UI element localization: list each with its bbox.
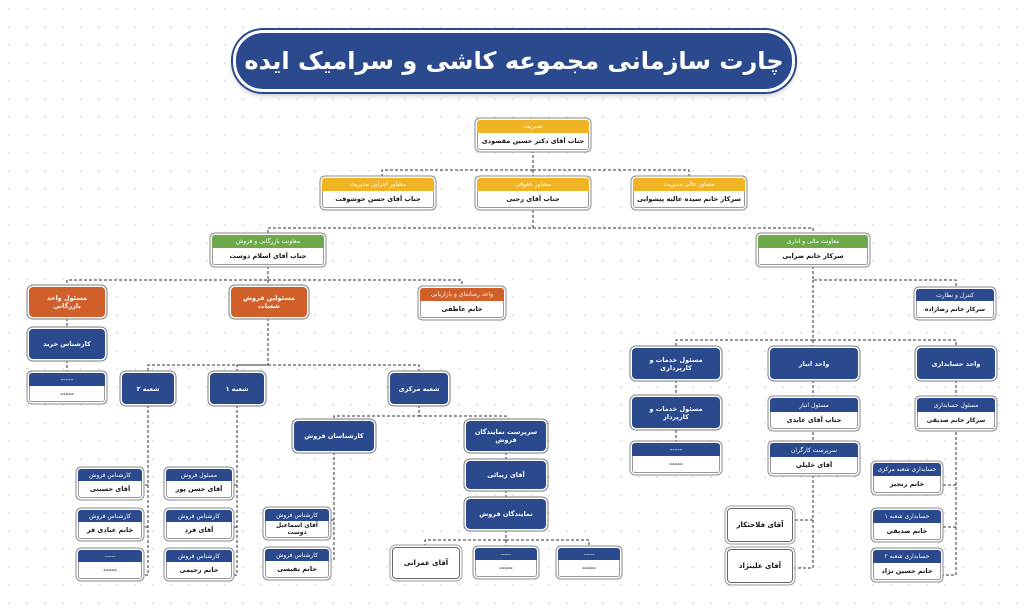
finance-deputy-node: معاونت مالی و اداری سرکار خانم ضرابی — [758, 235, 868, 265]
accounting-officer-name: سرکار خانم صدیقی — [917, 412, 995, 429]
accountant-3-role: حسابداری شعبه ۲ — [873, 550, 941, 563]
commerce-deputy-node: معاونت بازرگانی و فروش جناب آقای اسلام د… — [212, 235, 324, 265]
accounting-officer-role: مسئول حسابداری — [917, 398, 995, 412]
rep-omrani-node: آقای عمرانی — [392, 547, 460, 579]
services-head: مسئول خدمات و کارپردازی — [632, 348, 720, 379]
media-unit-role: واحد رسانه‌ای و بازاریابی — [420, 288, 504, 301]
b2-staff-2-role: کارشناس فروش — [78, 510, 142, 522]
advisor-senior-role: مشاور عالی مدیریت — [633, 178, 745, 191]
accountant-3-name: خانم حسین نژاد — [873, 563, 941, 580]
accountant-2-role: حسابداری شعبه ۱ — [873, 510, 941, 523]
management-node: مدیریت جناب آقای دکتر حسین مقصودی — [477, 120, 589, 150]
accountant-1-name: خانم رنجبر — [873, 476, 941, 493]
warehouse-officer-name: جناب آقای عابدی — [770, 412, 858, 429]
accounting-head: واحد حسابداری — [917, 348, 995, 379]
accountant-2-name: خانم صدیقی — [873, 523, 941, 540]
worker-1-node: آقای فلاحتکار — [727, 508, 793, 542]
advisor-legal-node: مشاور حقوقی جناب آقای رجبی — [477, 178, 589, 208]
commerce-unit-head: مسئول واحد بازرگانی — [29, 287, 105, 317]
purchase-child-body: ----- — [29, 386, 105, 402]
rep-placeholder-1-head: ----- — [475, 548, 537, 560]
b1-staff-3-name: خانم رحیمی — [166, 562, 232, 579]
rep-placeholder-2-head: ----- — [558, 548, 620, 560]
b2-staff-3: ----- ----- — [78, 550, 142, 579]
worker-2-node: آقای علینژاد — [727, 549, 793, 583]
b1-staff-3-role: کارشناس فروش — [166, 550, 232, 562]
central-expert-2: کارشناس فروش خانم نفیسی — [265, 549, 329, 578]
b2-staff-1-name: آقای حسینی — [78, 481, 142, 498]
services-child-node: ----- ----- — [632, 443, 720, 473]
media-unit-node: واحد رسانه‌ای و بازاریابی خانم عاطفی — [420, 288, 504, 318]
rep-placeholder-1: ----- ----- — [475, 548, 537, 577]
workers-supervisor-role: سرپرست کارگران — [770, 443, 858, 457]
advisor-senior-node: مشاور عالی مدیریت سرکار خانم سیده عالیه … — [633, 178, 745, 208]
b1-staff-3: کارشناس فروش خانم رحیمی — [166, 550, 232, 579]
rep-placeholder-1-body: ----- — [475, 560, 537, 577]
chart-title: چارت سازمانی مجموعه کاشی و سرامیک ایده ن… — [233, 30, 795, 131]
rep-placeholder-2: ----- ----- — [558, 548, 620, 577]
advisor-legal-role: مشاور حقوقی — [477, 178, 589, 191]
management-role: مدیریت — [477, 120, 589, 133]
b2-staff-3-role: ----- — [78, 550, 142, 562]
accountant-1-node: حسابداری شعبه مرکزی خانم رنجبر — [873, 463, 941, 493]
zibaei-node: آقای زیبائی — [466, 461, 546, 489]
sales-reps-node: نمایندگان فروش — [466, 499, 546, 529]
accountant-2-node: حسابداری شعبه ۱ خانم صدیقی — [873, 510, 941, 540]
b2-staff-1: کارشناس فروش آقای حسینی — [78, 469, 142, 498]
b1-staff-2-role: کارشناس فروش — [166, 510, 232, 522]
central-expert-2-role: کارشناس فروش — [265, 549, 329, 561]
b2-staff-3-name: ----- — [78, 562, 142, 579]
branch-central-node: شعبه مرکزی — [390, 373, 448, 404]
workers-supervisor-name: آقای خلیلی — [770, 457, 858, 474]
purchase-child-node: ----- ----- — [29, 373, 105, 402]
purchase-expert-node: کارشناس خرید — [29, 329, 105, 359]
warehouse-officer-node: مسئول انبار جناب آقای عابدی — [770, 398, 858, 429]
b2-staff-1-role: کارشناس فروش — [78, 469, 142, 481]
commerce-deputy-name: جناب آقای اسلام دوست — [212, 248, 324, 265]
services-child-head: ----- — [632, 443, 720, 456]
central-expert-2-name: خانم نفیسی — [265, 561, 329, 578]
finance-deputy-role: معاونت مالی و اداری — [758, 235, 868, 248]
b1-staff-1: مسئول فروش آقای حسن پور — [166, 469, 232, 498]
control-name: سرکار خانم رضازاده — [916, 301, 994, 318]
b1-staff-2-name: آقای فرد — [166, 522, 232, 539]
warehouse-head: واحد انبار — [770, 348, 858, 379]
media-unit-name: خانم عاطفی — [420, 301, 504, 318]
advisor-legal-name: جناب آقای رجبی — [477, 191, 589, 208]
branch-sales-head: مسئولین فروش شعبات — [231, 287, 307, 317]
advisor-exec-role: مشاور اجرایی مدیریت — [322, 178, 434, 191]
services-officer-node: مسئول خدمات و کارپرداز — [632, 397, 720, 428]
accountant-3-node: حسابداری شعبه ۲ خانم حسین نژاد — [873, 550, 941, 580]
accounting-officer-node: مسئول حسابداری سرکار خانم صدیقی — [917, 398, 995, 429]
commerce-deputy-role: معاونت بازرگانی و فروش — [212, 235, 324, 248]
b1-staff-2: کارشناس فروش آقای فرد — [166, 510, 232, 539]
central-expert-1-role: کارشناس فروش — [265, 509, 329, 521]
control-role: کنترل و نظارت — [916, 289, 994, 301]
management-name: جناب آقای دکتر حسین مقصودی — [477, 133, 589, 150]
branch-1-node: شعبه ۱ — [210, 373, 264, 404]
purchase-child-head: ----- — [29, 373, 105, 386]
b1-staff-1-role: مسئول فروش — [166, 469, 232, 481]
advisor-exec-node: مشاور اجرایی مدیریت جناب آقای حسن خوشوقت — [322, 178, 434, 208]
warehouse-officer-role: مسئول انبار — [770, 398, 858, 412]
control-node: کنترل و نظارت سرکار خانم رضازاده — [916, 289, 994, 318]
sales-experts-node: کارشناسان فروش — [294, 421, 374, 451]
services-child-body: ----- — [632, 456, 720, 473]
b2-staff-2-name: خانم عبادی فر — [78, 522, 142, 539]
accountant-1-role: حسابداری شعبه مرکزی — [873, 463, 941, 476]
b2-staff-2: کارشناس فروش خانم عبادی فر — [78, 510, 142, 539]
advisor-senior-name: سرکار خانم سیده عالیه پیشوایی — [633, 191, 745, 208]
advisor-exec-name: جناب آقای حسن خوشوقت — [322, 191, 434, 208]
workers-supervisor-node: سرپرست کارگران آقای خلیلی — [770, 443, 858, 474]
branch-2-node: شعبه ۲ — [122, 373, 174, 404]
reps-supervisor-node: سرپرست نمایندگان فروش — [466, 421, 546, 451]
finance-deputy-name: سرکار خانم ضرابی — [758, 248, 868, 265]
rep-placeholder-2-body: ----- — [558, 560, 620, 577]
central-expert-1-name: آقای اسماعیل دوست — [265, 521, 329, 538]
central-expert-1: کارشناس فروش آقای اسماعیل دوست — [265, 509, 329, 538]
b1-staff-1-name: آقای حسن پور — [166, 481, 232, 498]
